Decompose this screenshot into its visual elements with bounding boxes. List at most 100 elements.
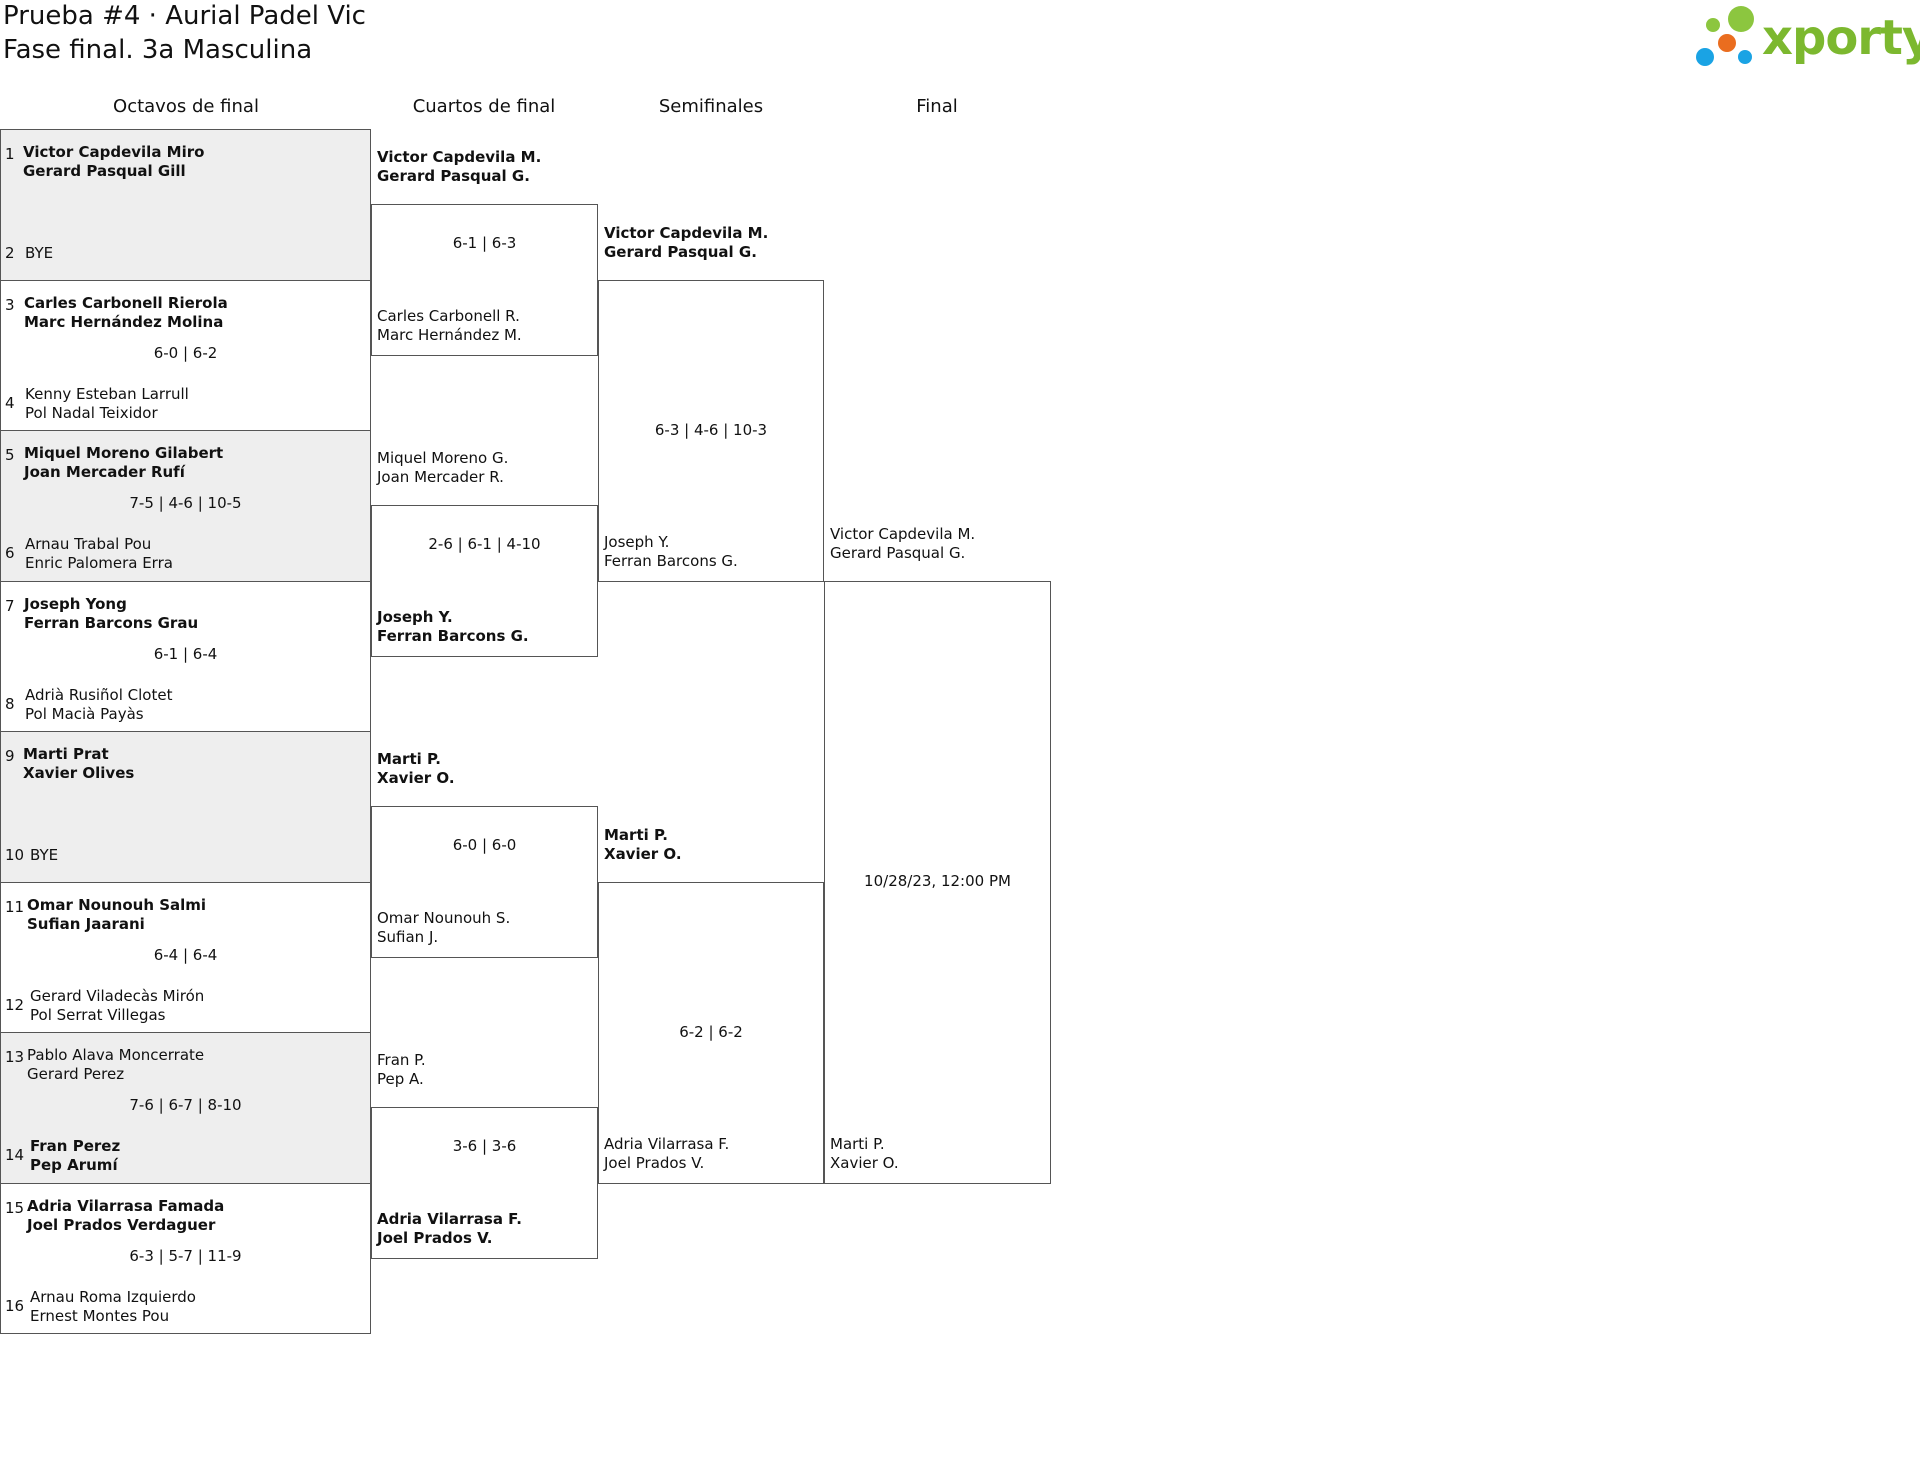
round-header-final: Final [916,96,958,117]
logo-dot-blue [1696,48,1714,66]
round-header-r16: Octavos de final [113,96,259,117]
qf-match-box [371,204,598,356]
r16-team-top-player: Omar Nounouh Salmi [27,896,207,914]
qf-team-bottom-player: Joseph Y. [377,608,453,626]
qf-team-top-player: Gerard Pasqual G. [377,167,530,185]
qf-team-top-player: Miquel Moreno G. [377,449,509,467]
seed-number: 9 [5,747,15,765]
r16-team-bottom-player: Gerard Viladecàs Mirón [30,987,205,1005]
seed-number: 15 [5,1199,25,1217]
seed-number: 12 [5,996,25,1014]
r16-match-box [0,731,371,883]
qf-team-top-player: Marti P. [377,750,441,768]
seed-number: 6 [5,544,15,562]
qf-match-box [371,806,598,958]
final-team-top-player: Gerard Pasqual G. [830,544,966,562]
qf-match-box [371,1107,598,1259]
sf-team-top-player: Xavier O. [604,845,682,863]
seed-number: 14 [5,1146,25,1164]
r16-team-top-player: Joseph Yong [24,595,127,613]
r16-team-bottom-player: Fran Perez [30,1137,121,1155]
qf-team-bottom-player: Adria Vilarrasa F. [377,1210,522,1228]
match-score: 7-6 | 6-7 | 8-10 [129,1096,242,1114]
qf-team-top-player: Fran P. [377,1051,426,1069]
final-team-top-player: Victor Capdevila M. [830,525,976,543]
logo-dot-lightgreen-small [1706,18,1720,32]
r16-team-bottom-player: BYE [30,846,59,864]
r16-team-bottom-player: Pep Arumí [30,1156,118,1174]
logo-dot-orange [1718,34,1736,52]
r16-team-top-player: Carles Carbonell Rierola [24,294,228,312]
match-score: 6-2 | 6-2 [679,1023,743,1041]
logo-wordmark: xporty [1762,10,1920,66]
qf-team-top-player: Joan Mercader R. [377,468,504,486]
r16-team-bottom-player: Ernest Montes Pou [30,1307,170,1325]
r16-team-top-player: Gerard Perez [27,1065,125,1083]
r16-team-top-player: Victor Capdevila Miro [23,143,205,161]
r16-team-top-player: Adria Vilarrasa Famada [27,1197,225,1215]
r16-team-top-player: Gerard Pasqual Gill [23,162,186,180]
match-score: 6-1 | 6-3 [452,234,517,252]
r16-match-box [0,129,371,281]
round-header-qf: Cuartos de final [412,96,556,117]
qf-team-top-player: Xavier O. [377,769,455,787]
seed-number: 7 [5,597,15,615]
phase-title: Fase final. 3a Masculina [3,35,313,65]
qf-team-top-player: Victor Capdevila M. [377,148,542,166]
qf-team-bottom-player: Ferran Barcons G. [377,627,529,645]
match-datetime: 10/28/23, 12:00 PM [864,872,1011,890]
seed-number: 16 [5,1297,25,1315]
seed-number: 2 [5,244,15,262]
sf-match-box [598,882,824,1184]
match-score: 6-0 | 6-2 [153,344,218,362]
seed-number: 1 [5,145,15,163]
seed-number: 4 [5,394,15,412]
r16-team-top-player: Miquel Moreno Gilabert [24,444,224,462]
final-team-bottom-player: Marti P. [830,1135,885,1153]
sf-team-bottom-player: Joel Prados V. [604,1154,705,1172]
sf-team-bottom-player: Joseph Y. [604,533,670,551]
r16-team-top-player: Sufian Jaarani [27,915,145,933]
sf-team-top-player: Victor Capdevila M. [604,224,769,242]
r16-team-top-player: Pablo Alava Moncerrate [27,1046,205,1064]
sf-team-top-player: Marti P. [604,826,668,844]
r16-team-bottom-player: Pol Macià Payàs [25,705,144,723]
qf-team-bottom-player: Omar Nounouh S. [377,909,511,927]
xporty-logo: xporty [1694,4,1920,70]
match-score: 7-5 | 4-6 | 10-5 [129,494,242,512]
r16-team-top-player: Joan Mercader Rufí [24,463,185,481]
qf-team-top-player: Pep A. [377,1070,424,1088]
r16-team-bottom-player: Enric Palomera Erra [25,554,173,572]
sf-team-top-player: Gerard Pasqual G. [604,243,757,261]
match-score: 6-4 | 6-4 [153,946,218,964]
seed-number: 10 [5,846,25,864]
qf-team-bottom-player: Marc Hernández M. [377,326,522,344]
match-score: 3-6 | 3-6 [452,1137,517,1155]
logo-dot-blue-small [1738,50,1752,64]
tournament-title: Prueba #4 · Aurial Padel Vic [3,1,366,31]
qf-team-bottom-player: Sufian J. [377,928,439,946]
r16-team-top-player: Ferran Barcons Grau [24,614,199,632]
qf-team-bottom-player: Carles Carbonell R. [377,307,520,325]
seed-number: 11 [5,898,25,916]
round-header-sf: Semifinales [658,96,764,117]
r16-match-box [0,1032,371,1184]
match-score: 6-3 | 5-7 | 11-9 [129,1247,242,1265]
r16-team-bottom-player: Kenny Esteban Larrull [25,385,189,403]
match-score: 6-3 | 4-6 | 10-3 [654,421,768,439]
r16-team-bottom-player: Arnau Roma Izquierdo [30,1288,196,1306]
r16-match-box [0,430,371,582]
seed-number: 5 [5,446,15,464]
logo-dot-lightgreen [1728,6,1754,32]
seed-number: 3 [5,296,15,314]
r16-team-bottom-player: Pol Nadal Teixidor [25,404,158,422]
match-score: 2-6 | 6-1 | 4-10 [428,535,541,553]
r16-team-top-player: Joel Prados Verdaguer [27,1216,216,1234]
r16-team-bottom-player: BYE [25,244,54,262]
r16-team-top-player: Xavier Olives [23,764,135,782]
sf-team-bottom-player: Adria Vilarrasa F. [604,1135,730,1153]
final-match-box [824,581,1051,1184]
r16-team-bottom-player: Adrià Rusiñol Clotet [25,686,173,704]
seed-number: 13 [5,1048,25,1066]
seed-number: 8 [5,695,15,713]
